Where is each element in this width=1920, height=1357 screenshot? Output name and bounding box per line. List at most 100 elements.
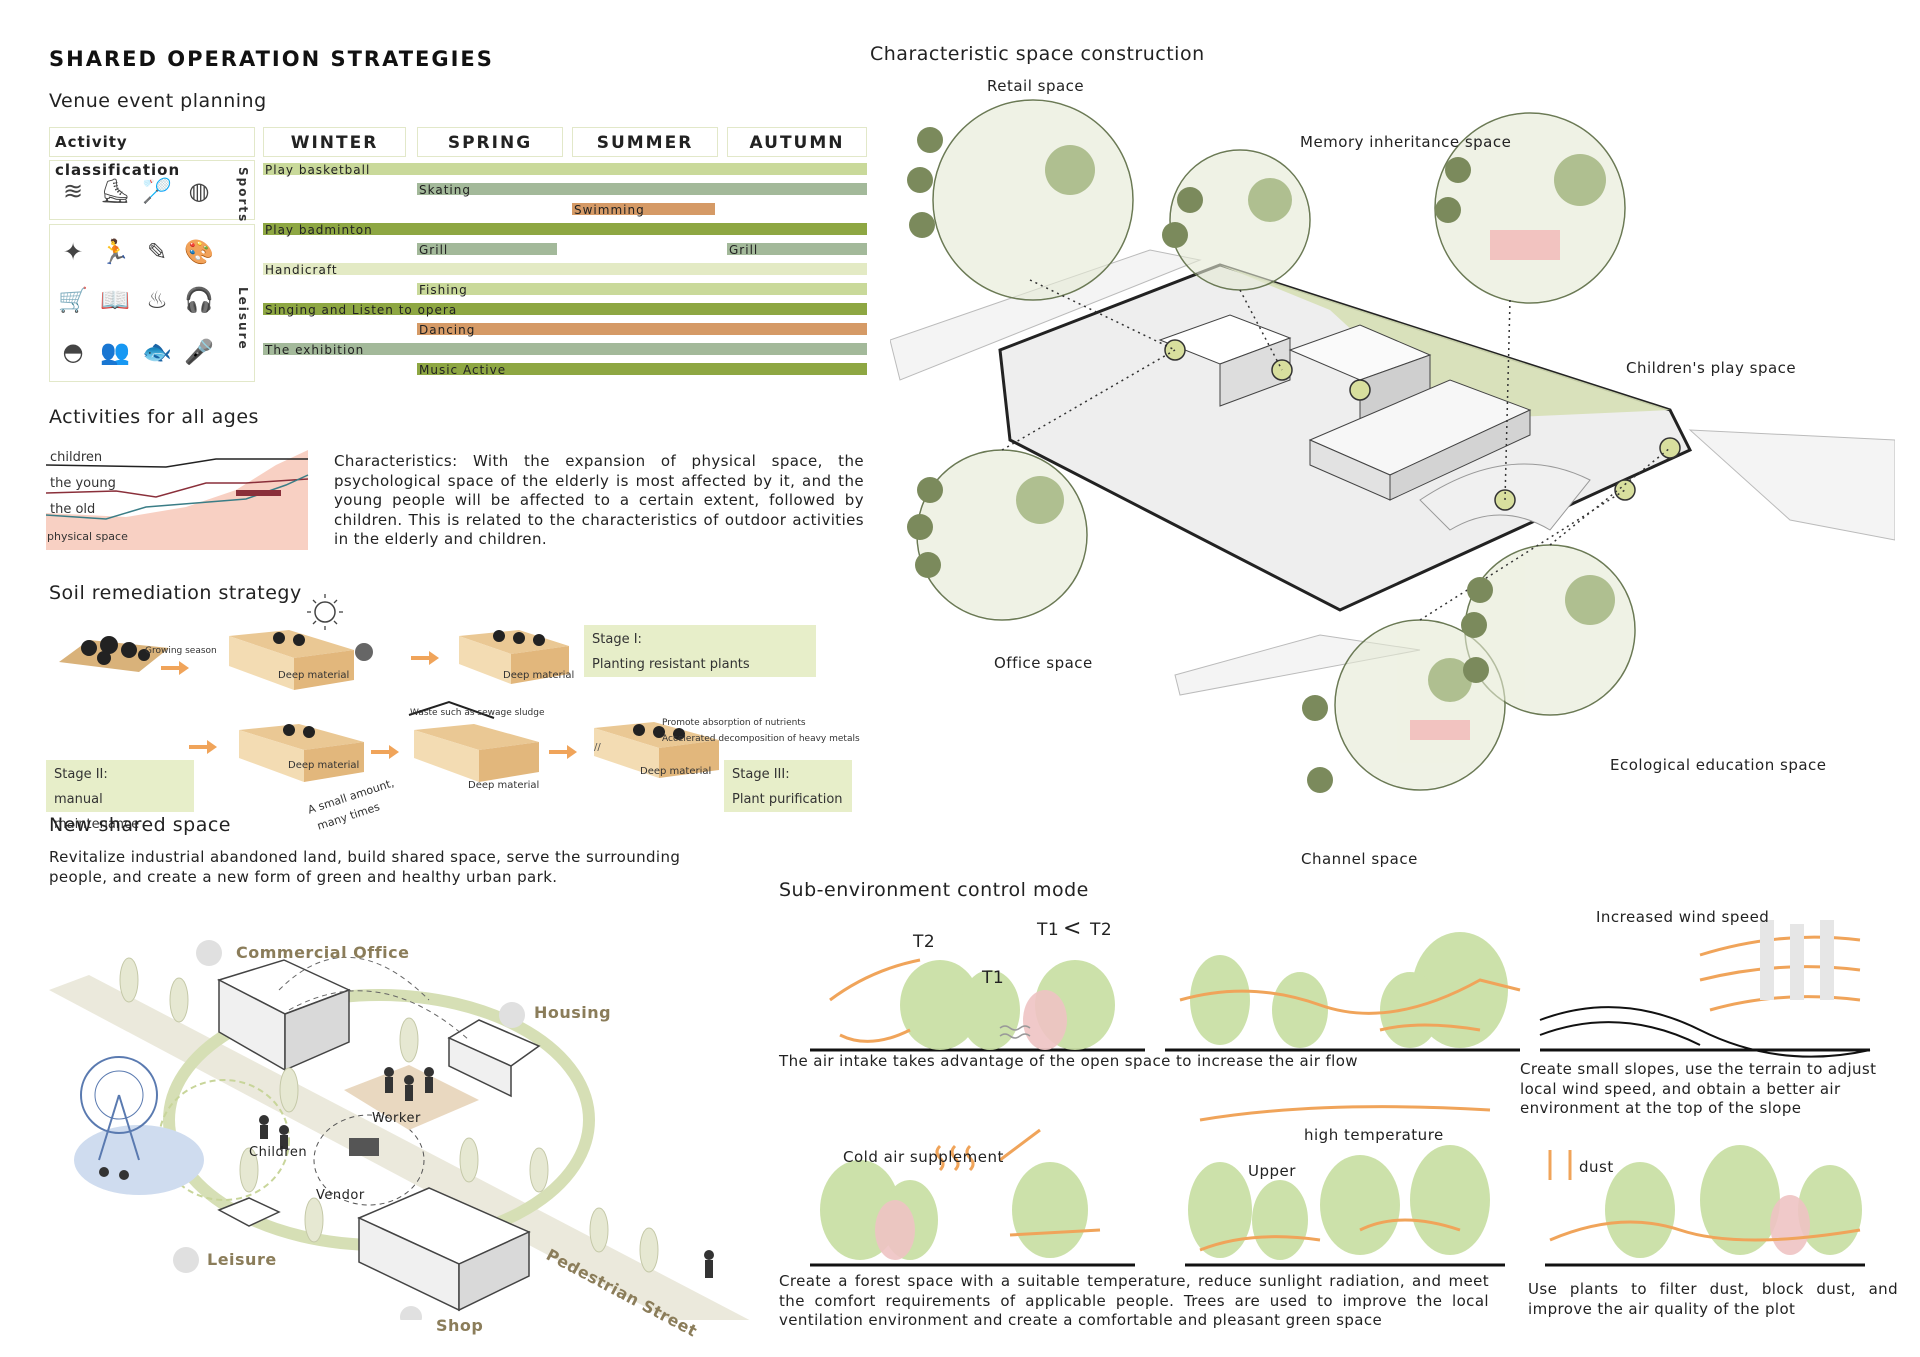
soil-growing-season: Growing season: [145, 646, 217, 656]
char-memory-label: Memory inheritance space: [1300, 133, 1512, 151]
shared-housing-label: Housing: [534, 1003, 612, 1022]
activity-bar: [417, 323, 867, 335]
ages-label-old: the old: [50, 502, 96, 517]
stage1-title: Stage I:: [592, 632, 642, 647]
activity-bar: [263, 223, 867, 235]
activity-bar: [263, 303, 867, 315]
activity-bar: [417, 283, 867, 295]
soil-deep-material-1: Deep material: [278, 670, 350, 681]
palette-icon: 🎨: [184, 238, 214, 266]
subenv-t2-label: T2: [913, 932, 936, 952]
ages-label-physical-space: physical space: [47, 530, 128, 543]
activity-label: Grill: [419, 243, 449, 257]
soil-metals-note: Accelerated decomposition of heavy metal…: [662, 734, 860, 744]
activity-label: Play basketball: [265, 163, 371, 177]
shared-commercial-label: Commercial Office: [236, 943, 410, 962]
cart-icon: 🛒: [58, 286, 88, 314]
shared-space-diagram: [49, 940, 750, 1320]
shared-vendor-label: Vendor: [316, 1188, 365, 1203]
subenv-t1-label: T1: [982, 968, 1005, 988]
shared-text: Revitalize industrial abandoned land, bu…: [49, 848, 681, 886]
leisure-group-label: Leisure: [236, 287, 250, 351]
shared-leisure-label: Leisure: [207, 1250, 277, 1269]
subenv-diagrams: [810, 920, 1871, 1267]
basketball-icon: ◍: [188, 177, 210, 205]
stage2-text: manual maintenance: [54, 792, 140, 832]
subenv-forest-text: Create a forest space with a suitable te…: [779, 1272, 1489, 1329]
soil-deep-material-5: Deep material: [640, 766, 712, 777]
subenv-wind-text: Create small slopes, use the terrain to …: [1520, 1060, 1877, 1117]
season-summer: SUMMER: [572, 127, 718, 157]
season-spring: SPRING: [417, 127, 563, 157]
activity-classification-header: Activity classification: [49, 127, 255, 179]
badminton-icon: 🏸: [142, 177, 172, 205]
stage3-box: Stage III: Plant purification: [724, 760, 852, 812]
activity-label: Fishing: [419, 283, 468, 297]
sports-icon-group: ≋ ⛸ 🏸 ◍ Sports: [49, 160, 255, 224]
activity-label: Swimming: [574, 203, 645, 217]
ages-label-children: children: [50, 450, 103, 465]
swimming-icon: ≋: [62, 177, 84, 205]
subenv-wind-title: Increased wind speed: [1596, 908, 1770, 926]
sports-group-label: Sports: [236, 167, 250, 224]
activity-bar: [263, 163, 867, 175]
main-title: SHARED OPERATION STRATEGIES: [49, 47, 494, 71]
stage1-text: Planting resistant plants: [592, 657, 750, 672]
stage2-box: Stage II: manual maintenance: [46, 760, 194, 832]
stage1-box: Stage I: Planting resistant plants: [584, 625, 816, 677]
characteristic-title: Characteristic space construction: [870, 43, 1205, 65]
soil-diagram: //: [59, 594, 719, 782]
activity-bar: [572, 203, 715, 215]
activity-label: Music Active: [419, 363, 507, 377]
subenv-high-temp-label: high temperature: [1304, 1126, 1444, 1144]
activity-label: Grill: [729, 243, 759, 257]
subenv-dust-text: Use plants to filter dust, block dust, a…: [1528, 1280, 1898, 1318]
activity-label: Handicraft: [265, 263, 338, 277]
subenv-dust-label: dust: [1579, 1158, 1614, 1176]
fan-icon: ◓: [62, 338, 84, 366]
char-channel-label: Channel space: [1301, 850, 1418, 868]
soil-deep-material-2: Deep material: [503, 670, 575, 681]
subenv-title: Sub-environment control mode: [779, 879, 1089, 901]
subenv-t2-compare: T2: [1090, 920, 1113, 940]
activity-label: The exhibition: [265, 343, 365, 357]
svg-text://: //: [594, 742, 601, 753]
shared-shop-label: Shop: [436, 1316, 484, 1335]
sun-icon: [307, 594, 343, 630]
activity-label: Singing and Listen to opera: [265, 303, 458, 317]
char-children-play-label: Children's play space: [1626, 359, 1797, 377]
activity-bar: [417, 183, 867, 195]
subenv-t1-compare: T1: [1037, 920, 1060, 940]
shared-children-label: Children: [249, 1145, 308, 1160]
activity-bar: [727, 243, 867, 255]
shared-worker-label: Worker: [372, 1111, 421, 1126]
running-icon: 🏃: [100, 238, 130, 266]
activity-label: Skating: [419, 183, 471, 197]
site-plan-diagram: [890, 99, 1895, 793]
leisure-icon-group: ✦ 🏃 ✎ 🎨 🛒 📖 ♨ 🎧 ◓ 👥 🐟 🎤 Leisure: [49, 224, 255, 382]
microphone-icon: 🎤: [184, 338, 214, 366]
people-icon: 👥: [100, 338, 130, 366]
dancing-icon: ✦: [62, 238, 84, 266]
skate-icon: ⛸: [99, 177, 131, 205]
ages-chart: [46, 450, 309, 550]
shared-title: New shared space: [49, 814, 231, 836]
grill-icon: ♨: [146, 286, 168, 314]
ages-label-young: the young: [50, 476, 116, 491]
char-ecological-label: Ecological education space: [1610, 756, 1827, 774]
handicraft-icon: ✎: [146, 238, 168, 266]
char-retail-label: Retail space: [987, 77, 1085, 95]
subenv-less-than-icon: <: [1063, 916, 1082, 941]
book-icon: 📖: [100, 286, 130, 314]
subenv-upper-label: Upper: [1248, 1162, 1296, 1180]
activity-bar: [263, 343, 867, 355]
headphones-icon: 🎧: [184, 286, 214, 314]
venue-title: Venue event planning: [49, 90, 267, 112]
soil-deep-material-3: Deep material: [288, 760, 360, 771]
activity-bar: [417, 243, 557, 255]
activity-bar: [263, 263, 867, 275]
soil-waste-note: Waste such as sewage sludge: [410, 708, 545, 718]
ages-title: Activities for all ages: [49, 406, 259, 428]
subenv-air-intake-text: The air intake takes advantage of the op…: [779, 1052, 1358, 1070]
